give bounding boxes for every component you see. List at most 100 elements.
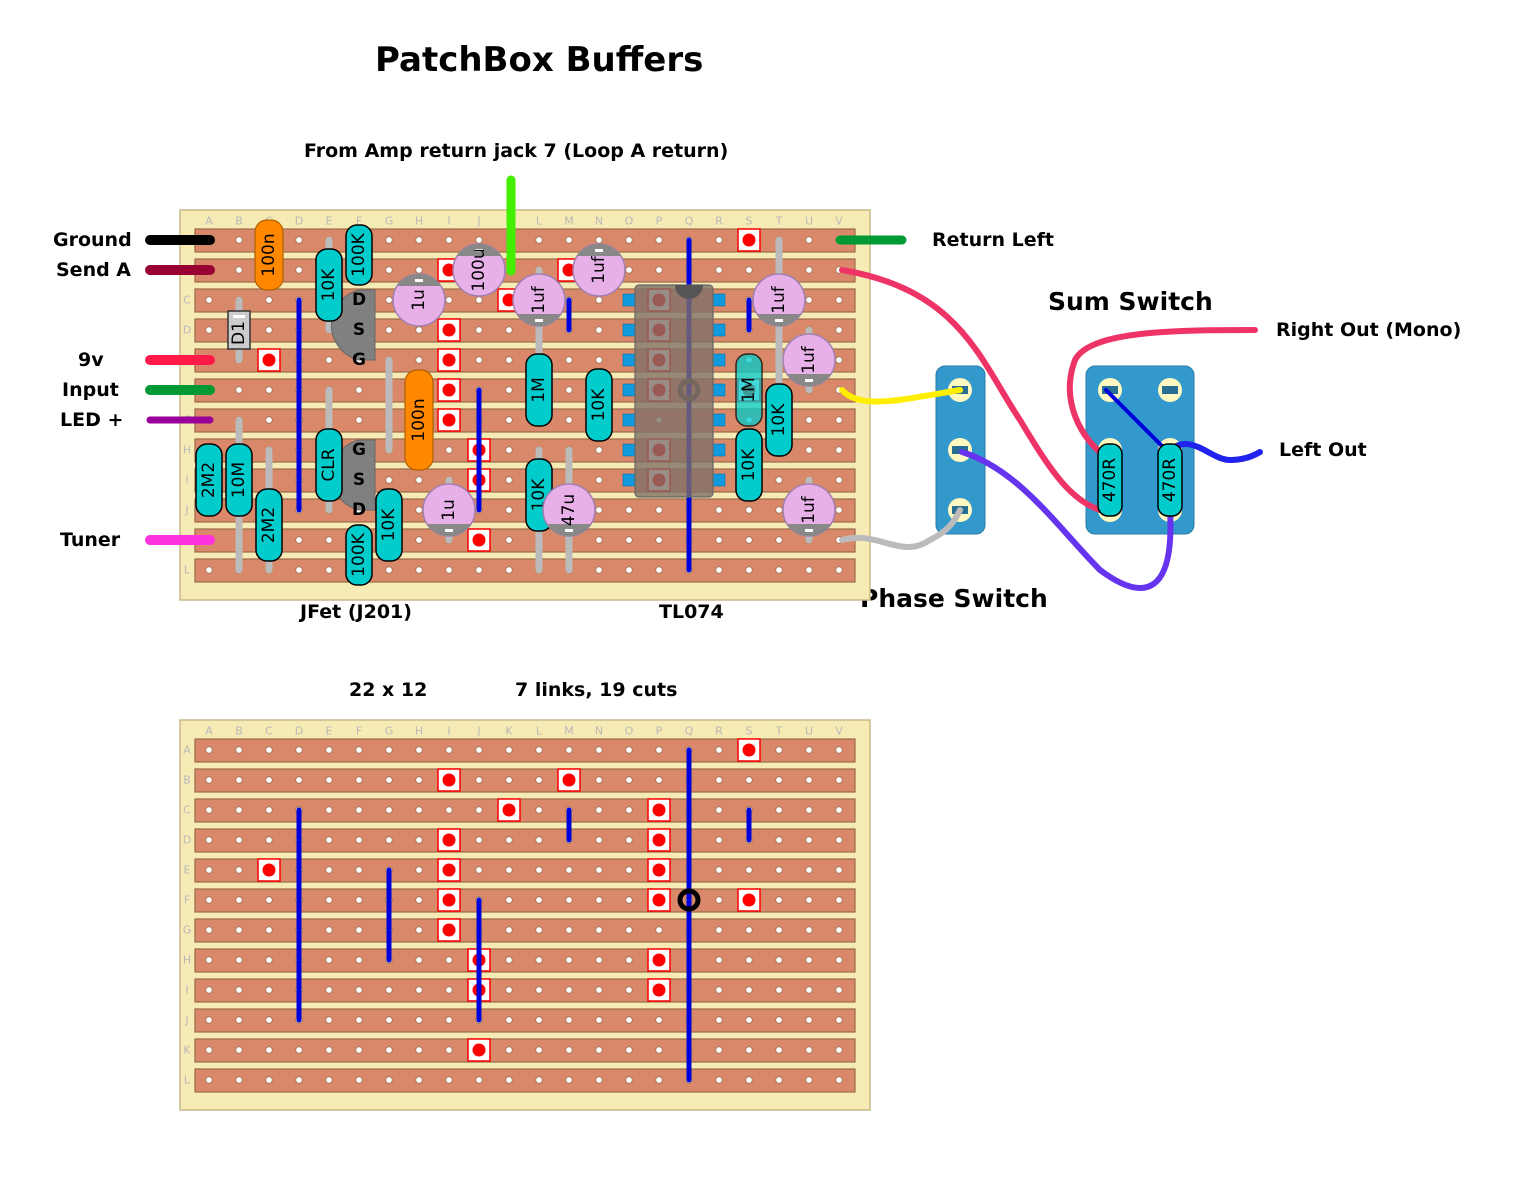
- hole: [505, 536, 513, 544]
- hole: [475, 776, 483, 784]
- hole: [505, 836, 513, 844]
- hole: [475, 566, 483, 574]
- wire-label-led: LED +: [60, 409, 124, 431]
- hole: [325, 536, 333, 544]
- hole: [595, 476, 603, 484]
- hole: [625, 836, 633, 844]
- hole: [595, 566, 603, 574]
- hole: [505, 356, 513, 364]
- resistor-label: 2M2: [259, 507, 279, 543]
- column-label: U: [805, 215, 813, 228]
- hole: [475, 296, 483, 304]
- track-cut-dot: [652, 863, 666, 877]
- track-cut-dot: [652, 833, 666, 847]
- hole: [565, 866, 573, 874]
- hole: [205, 296, 213, 304]
- hole: [805, 836, 813, 844]
- column-label: M: [564, 725, 574, 738]
- hole: [805, 416, 813, 424]
- copper-strip: [194, 528, 856, 553]
- copper-strip: [194, 1038, 856, 1063]
- hole: [265, 1016, 273, 1024]
- hole: [475, 326, 483, 334]
- right-out-label: Right Out (Mono): [1276, 319, 1462, 341]
- hole: [835, 986, 843, 994]
- column-label: E: [326, 725, 333, 738]
- resistor-label: 470R: [1160, 458, 1180, 502]
- hole: [565, 236, 573, 244]
- capacitor-label: 100u: [469, 248, 489, 291]
- diode-band: [233, 315, 245, 318]
- row-label: G: [183, 924, 192, 937]
- column-label: P: [656, 725, 663, 738]
- hole: [595, 986, 603, 994]
- hole: [775, 566, 783, 574]
- hole: [385, 1016, 393, 1024]
- hole: [265, 1046, 273, 1054]
- hole: [385, 236, 393, 244]
- hole: [265, 326, 273, 334]
- hole: [715, 776, 723, 784]
- hole: [355, 1016, 363, 1024]
- hole: [445, 1076, 453, 1084]
- resistor-label: CLR: [319, 448, 339, 481]
- film-capacitor: 100n: [404, 369, 434, 471]
- column-label: B: [235, 215, 243, 228]
- resistor: 10K: [315, 248, 343, 322]
- wire-left-out: [1165, 441, 1263, 464]
- resistor: 1M: [525, 353, 553, 427]
- hole: [775, 476, 783, 484]
- page-title: PatchBox Buffers: [375, 40, 704, 80]
- hole: [355, 836, 363, 844]
- hole: [205, 806, 213, 814]
- copper-strip: [194, 918, 856, 943]
- copper-strip: [194, 558, 856, 583]
- hole: [205, 746, 213, 754]
- hole: [355, 986, 363, 994]
- resistor-label: 10K: [589, 388, 609, 422]
- hole: [235, 1076, 243, 1084]
- row-label: C: [183, 804, 191, 817]
- hole: [595, 956, 603, 964]
- resistor-label: 10K: [319, 268, 339, 302]
- hole: [805, 566, 813, 574]
- hole: [625, 566, 633, 574]
- capacitor-minus-mark: [475, 249, 483, 252]
- hole: [445, 746, 453, 754]
- hole: [355, 806, 363, 814]
- hole: [655, 1016, 663, 1024]
- resistor-body: [315, 248, 343, 322]
- hole: [535, 806, 543, 814]
- capacitor-label: 1uf: [799, 345, 819, 374]
- resistor-label: 2M2: [199, 462, 219, 498]
- hole: [355, 416, 363, 424]
- hole: [325, 1046, 333, 1054]
- hole: [265, 896, 273, 904]
- wire-to-sum-switch: [839, 267, 1103, 513]
- hole: [505, 986, 513, 994]
- hole: [445, 236, 453, 244]
- hole: [265, 806, 273, 814]
- wire-label-send-a: Send A: [56, 259, 132, 281]
- hole: [565, 986, 573, 994]
- hole: [835, 416, 843, 424]
- track-cut-dot: [442, 923, 456, 937]
- hole: [325, 356, 333, 364]
- hole: [835, 326, 843, 334]
- hole: [775, 896, 783, 904]
- track-cut-dot: [442, 353, 456, 367]
- hole: [745, 1016, 753, 1024]
- hole: [265, 926, 273, 934]
- hole: [535, 866, 543, 874]
- hole: [805, 956, 813, 964]
- hole: [205, 776, 213, 784]
- hole: [205, 326, 213, 334]
- resistor-label: 100K: [349, 532, 369, 576]
- hole: [655, 1076, 663, 1084]
- column-label: I: [447, 215, 450, 228]
- hole: [265, 296, 273, 304]
- electrolytic-capacitor: 1uf: [572, 243, 626, 297]
- resistor-body: [735, 428, 763, 502]
- capacitor-minus-mark: [445, 529, 453, 532]
